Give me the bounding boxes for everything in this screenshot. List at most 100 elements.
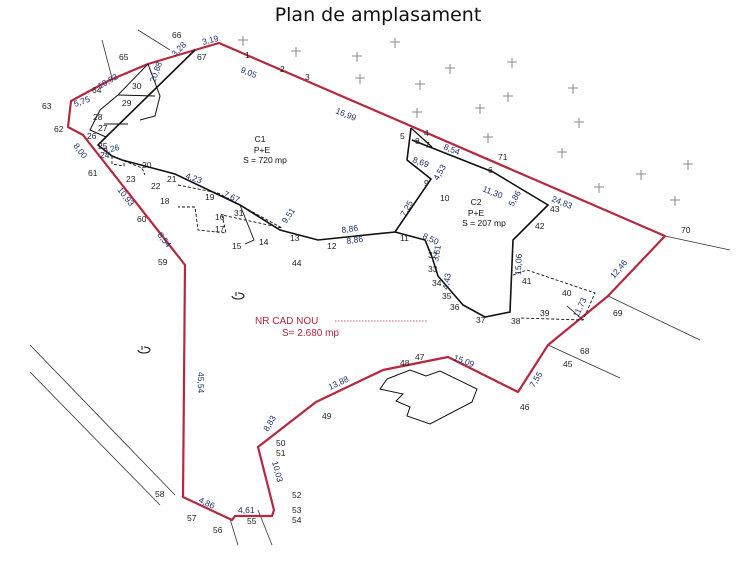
point-label: 17: [215, 224, 225, 234]
length-label: 3,61: [430, 244, 443, 262]
point-label: 42: [535, 221, 545, 231]
point-label: 37: [476, 315, 486, 325]
point-label: 15: [232, 241, 242, 251]
point-label: 11: [400, 233, 409, 243]
point-label: 69: [613, 308, 623, 318]
length-label: 10,93: [115, 185, 136, 208]
point-label: 27: [98, 123, 108, 133]
point-label: 52: [292, 490, 302, 500]
length-label: 4,61: [238, 505, 255, 515]
point-label: 56: [213, 525, 223, 535]
point-label: 48: [400, 358, 410, 368]
building-c1-floors: P+E: [254, 145, 271, 155]
length-label: 9,26: [102, 142, 121, 156]
building-c1-area: S = 720 mp: [243, 155, 287, 165]
length-label: 7,25: [398, 198, 415, 218]
point-label: 32: [428, 250, 438, 260]
parcel-boundary: [66, 41, 667, 522]
point-label: 19: [205, 192, 215, 202]
point-label: 20: [142, 160, 152, 170]
point-label: 35: [442, 291, 452, 301]
point-label: 57: [187, 513, 197, 523]
length-label: 9,51: [279, 206, 297, 226]
length-label: 9,05: [239, 65, 258, 81]
building-c1-name: C1: [255, 134, 266, 144]
length-label: 16,99: [334, 106, 358, 123]
point-label: 4: [424, 128, 429, 138]
point-label: 53: [292, 505, 302, 515]
length-label: 5,86: [506, 188, 523, 208]
survey-marks: [137, 292, 245, 354]
point-label: 50: [276, 438, 286, 448]
point-label: 46: [520, 402, 530, 412]
point-label: 31: [234, 208, 244, 218]
building-c2-floors: P+E: [468, 208, 485, 218]
point-label: 43: [550, 204, 560, 214]
point-label: 3: [305, 72, 310, 82]
point-label: 24: [100, 150, 110, 160]
point-label: 26: [87, 131, 97, 141]
point-label: 22: [151, 181, 161, 191]
point-label: 14: [259, 237, 269, 247]
length-label: 4,43: [440, 272, 453, 290]
length-label: 10,03: [270, 460, 285, 483]
length-label: 4,23: [184, 170, 203, 185]
length-label: 15,06: [513, 253, 524, 275]
small-structure: [379, 369, 478, 425]
point-label: 60: [137, 214, 147, 224]
length-label: 3,19: [201, 33, 220, 47]
length-label: 3,28: [169, 39, 188, 58]
point-label: 36: [450, 302, 460, 312]
building-c2-area: S = 207 mp: [462, 218, 506, 228]
point-label: 45: [563, 359, 573, 369]
length-label: 8,86: [341, 223, 359, 235]
point-label: 54: [292, 515, 302, 525]
point-label: 7: [425, 140, 430, 150]
point-label: 58: [155, 489, 165, 499]
length-label: 10,92: [96, 71, 120, 90]
point-labels: 1 2 3 4 5 6 7 8 9 10 11 12 13 14 15 16 1…: [42, 30, 691, 535]
point-label: 28: [93, 112, 103, 122]
length-label: 5,75: [72, 94, 91, 109]
length-label: 8,54: [442, 142, 461, 158]
length-label: 13,88: [327, 374, 351, 392]
building-c2-name: C2: [471, 197, 482, 207]
point-label: 67: [197, 52, 207, 62]
point-label: 49: [322, 411, 332, 421]
point-label: 41: [522, 276, 532, 286]
point-label: 13: [290, 233, 300, 243]
point-label: 10: [440, 193, 450, 203]
point-label: 47: [415, 352, 425, 362]
length-label: 45,54: [196, 372, 206, 394]
point-label: 64: [92, 85, 102, 95]
point-label: 6: [488, 165, 493, 175]
point-label: 51: [276, 448, 286, 458]
length-label: 8,00: [71, 141, 89, 160]
building-c1-inner: [89, 63, 161, 138]
point-label: 25: [98, 141, 108, 151]
length-label: 15,09: [452, 352, 476, 369]
point-label: 68: [580, 346, 590, 356]
parcel-label: NR CAD NOU: [255, 316, 318, 327]
length-label: 8,69: [411, 154, 430, 169]
point-label: 39: [540, 308, 550, 318]
point-label: 65: [119, 52, 129, 62]
point-label: 5: [400, 131, 405, 141]
point-label: 30: [132, 81, 142, 91]
point-label: 55: [247, 516, 257, 526]
length-labels: 3,19 3,28 9,05 16,99 8,54 24,83 12,46 7,…: [71, 33, 629, 515]
point-label: 59: [158, 257, 168, 267]
point-label: 71: [498, 152, 508, 162]
point-label: 38: [511, 316, 521, 326]
point-label: 63: [42, 101, 52, 111]
page-title: Plan de amplasament: [274, 4, 482, 26]
length-label: 8,50: [421, 231, 440, 247]
point-label: 12: [327, 241, 337, 251]
point-label: 9: [424, 178, 429, 188]
point-label: 29: [122, 98, 132, 108]
parcel-area: S= 2.680 mp: [282, 328, 339, 339]
point-label: 33: [428, 264, 438, 274]
length-label: 8,86: [346, 234, 364, 246]
length-label: 8,83: [261, 413, 278, 433]
